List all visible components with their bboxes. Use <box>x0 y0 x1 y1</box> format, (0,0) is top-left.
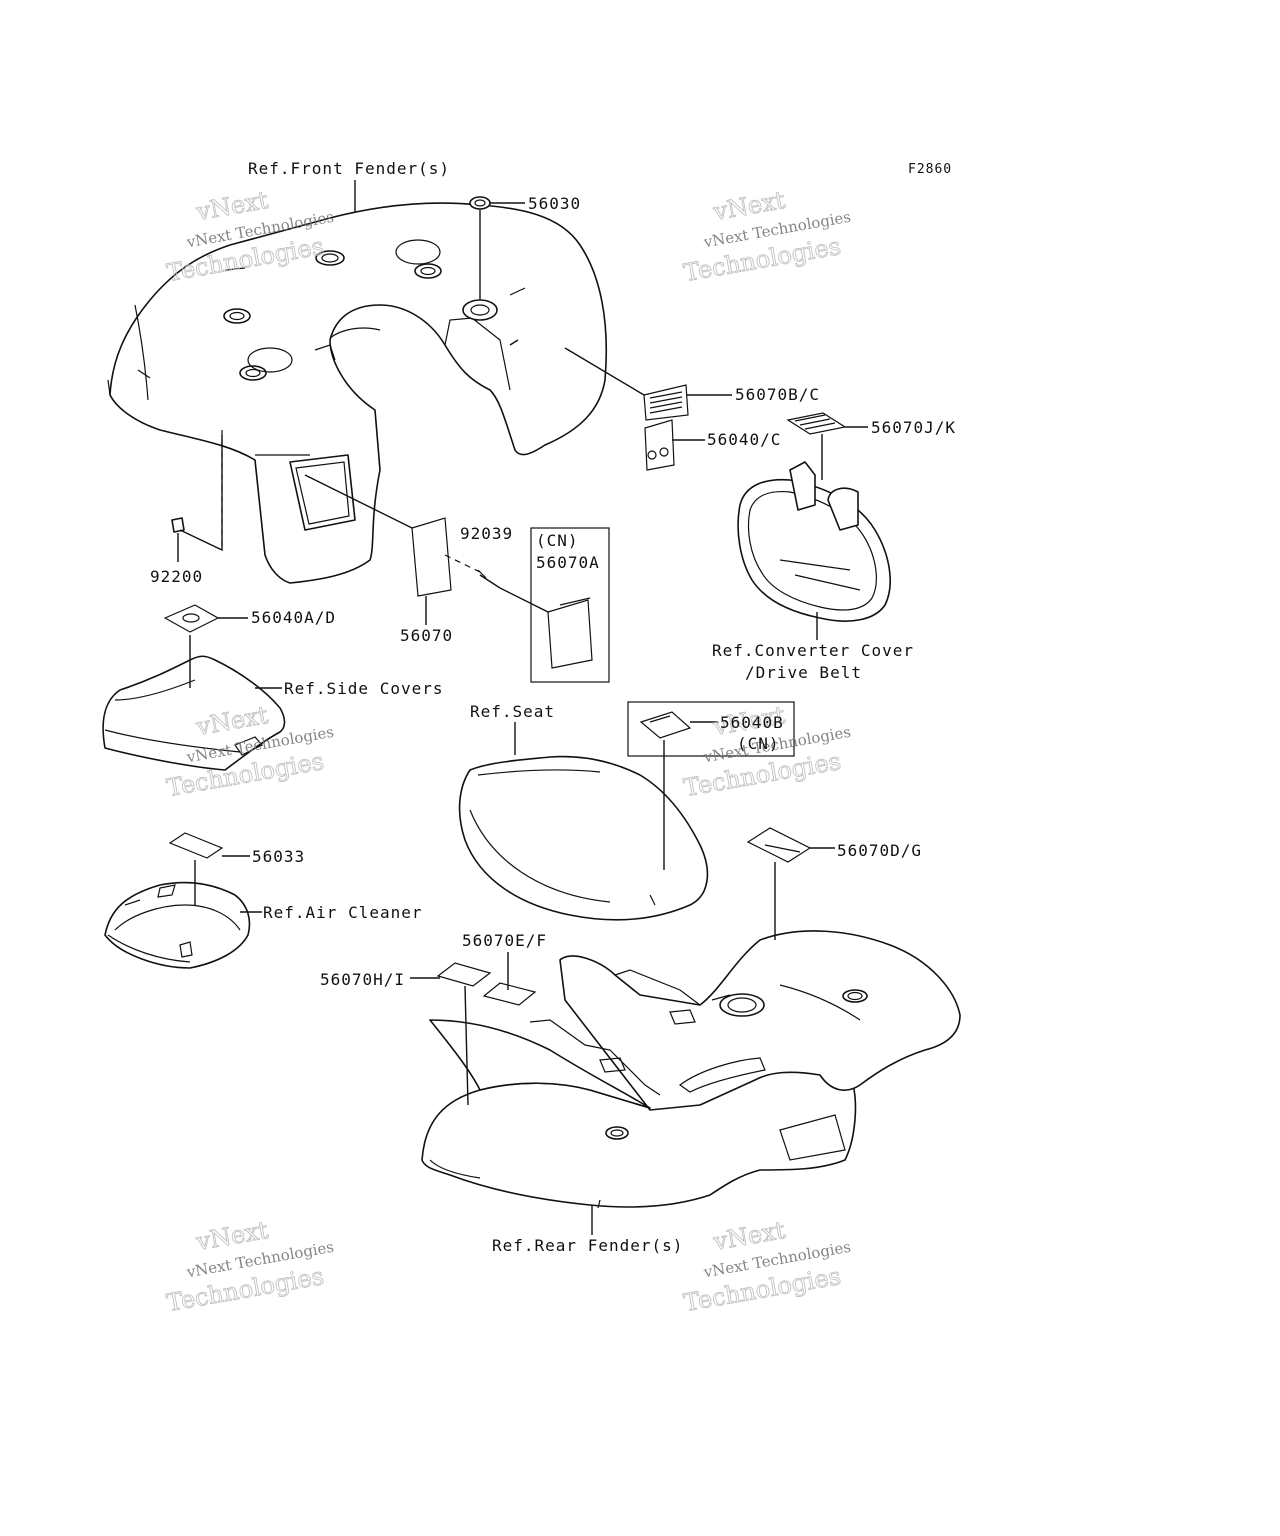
label-ref-rear-fender: Ref.Rear Fender(s) <box>492 1236 683 1255</box>
label-56070jk: 56070J/K <box>871 418 956 437</box>
label-92039: 92039 <box>460 524 513 543</box>
label-56033: 56033 <box>252 847 305 866</box>
label-56040b: 56040B <box>720 713 784 732</box>
seat <box>458 755 709 921</box>
label-56030: 56030 <box>528 194 581 213</box>
air-cleaner <box>104 881 251 969</box>
label-56070ef: 56070E/F <box>462 931 547 950</box>
label-ref-seat: Ref.Seat <box>470 702 555 721</box>
cn-box-56040b <box>627 701 795 757</box>
converter-cover <box>737 461 891 622</box>
clip-92200 <box>171 517 185 533</box>
decal-56070 <box>411 517 452 597</box>
label-56070bc: 56070B/C <box>735 385 820 404</box>
screw-92039 <box>477 569 501 589</box>
decal-56070jk <box>786 412 847 435</box>
label-cn-1: (CN) <box>536 531 579 550</box>
decal-56070ef <box>482 982 537 1006</box>
cn-box-56070a <box>530 527 610 683</box>
label-ref-front-fender: Ref.Front Fender(s) <box>248 159 450 178</box>
front-fender <box>107 202 608 584</box>
rear-fender <box>421 930 961 1209</box>
labels: F2860 Ref.Front Fender(s) 56030 56070B/C… <box>150 159 956 1255</box>
label-56040ad: 56040A/D <box>251 608 336 627</box>
figure-code: F2860 <box>908 162 952 177</box>
decal-56070hi <box>436 962 492 987</box>
label-ref-side-covers: Ref.Side Covers <box>284 679 444 698</box>
label-ref-converter-2: /Drive Belt <box>745 663 862 682</box>
decal-56030 <box>469 196 491 210</box>
label-56070: 56070 <box>400 626 453 645</box>
decal-56070dg <box>746 827 812 863</box>
decal-56033 <box>168 832 224 859</box>
label-56070a: 56070A <box>536 553 600 572</box>
decal-56070bc <box>643 384 689 421</box>
leader-lines <box>177 180 868 1235</box>
label-56040c: 56040/C <box>707 430 781 449</box>
label-56070dg: 56070D/G <box>837 841 922 860</box>
decal-56040b <box>639 711 692 739</box>
side-cover <box>102 655 286 771</box>
decal-56040ad <box>163 604 220 633</box>
decal-56040c <box>644 419 675 471</box>
label-56070hi: 56070H/I <box>320 970 405 989</box>
label-cn-2: (CN) <box>737 734 780 753</box>
decal-56070a <box>547 597 593 669</box>
label-92200: 92200 <box>150 567 203 586</box>
label-ref-converter-1: Ref.Converter Cover <box>712 641 914 660</box>
label-ref-air-cleaner: Ref.Air Cleaner <box>263 903 423 922</box>
